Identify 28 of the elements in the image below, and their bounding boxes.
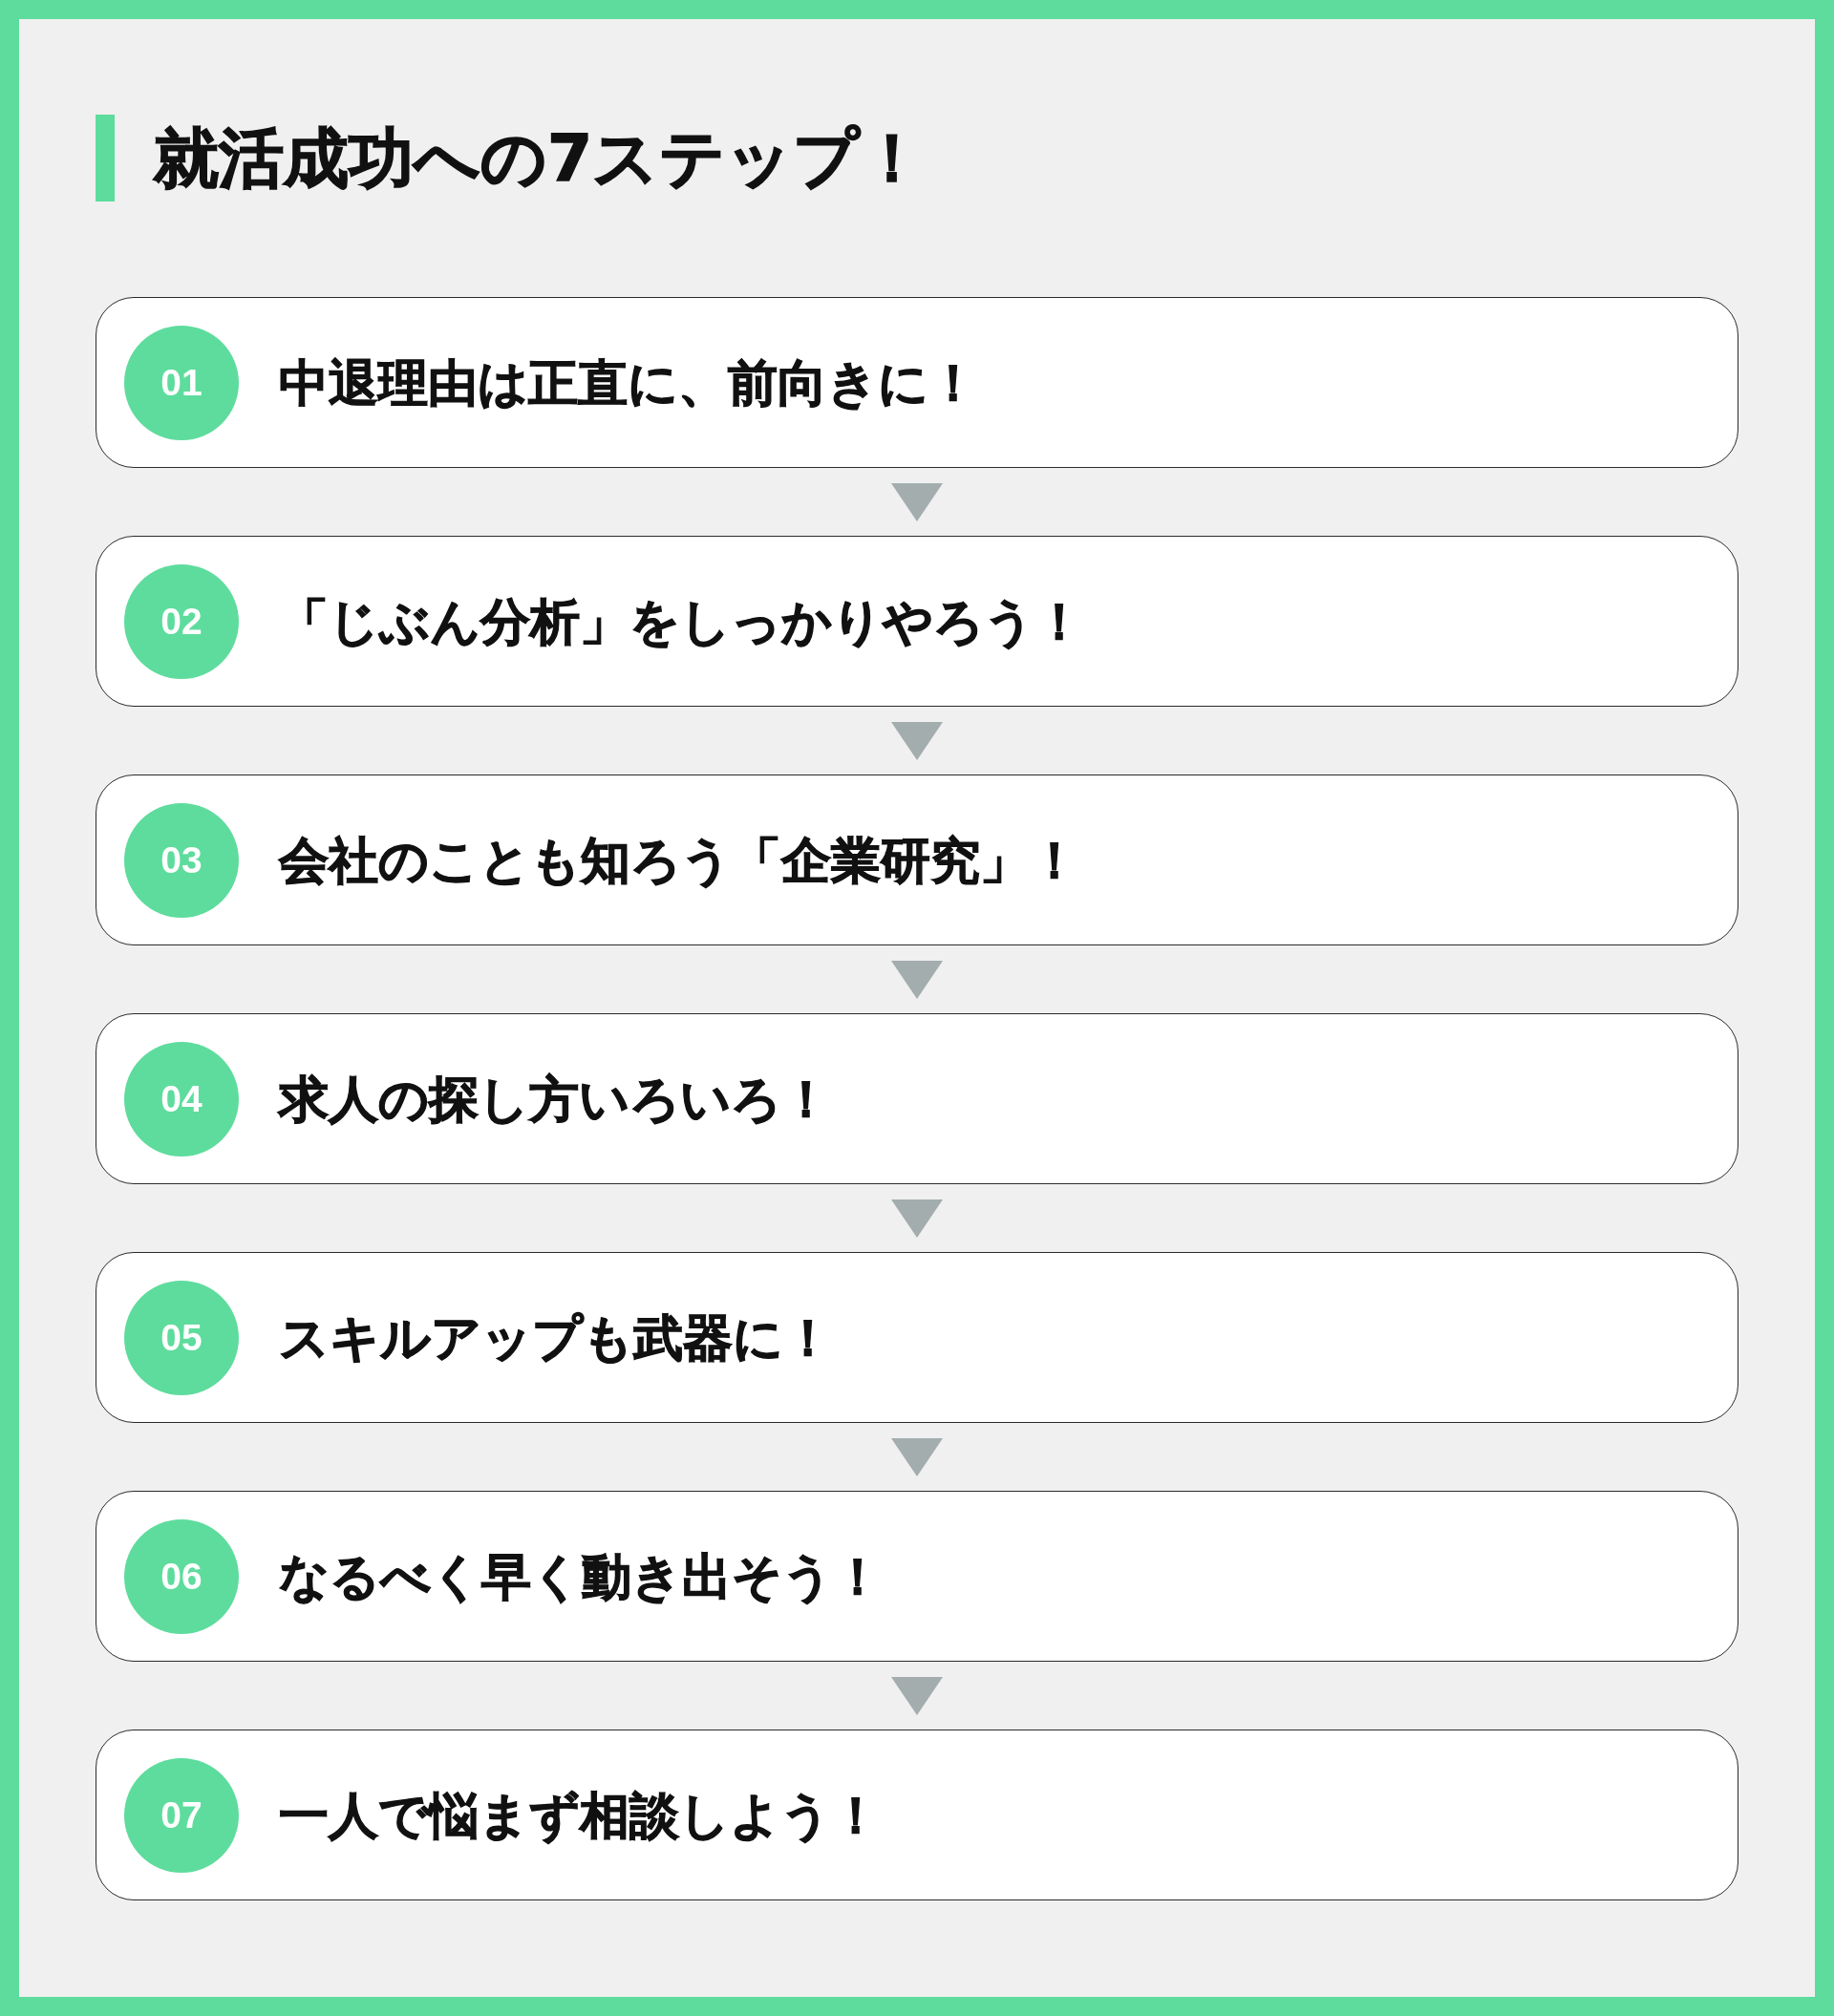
step-box — [96, 1730, 1738, 1900]
number-circle: 06 — [124, 1519, 239, 1634]
arrow — [891, 1437, 943, 1476]
step-box — [96, 536, 1738, 707]
title: 就活成功への7ステップ！ — [154, 119, 926, 198]
arrow — [891, 960, 943, 999]
step-text: 一人で悩まず相談しよう！ — [279, 1785, 881, 1845]
step-text: なるべく早く動き出そう！ — [279, 1546, 883, 1606]
number-circle: 01 — [124, 326, 239, 440]
step-text: 会社のことも知ろう「企業研究」！ — [279, 830, 1079, 890]
step-text: スキルアップも武器に！ — [279, 1307, 833, 1368]
number-circle: 07 — [124, 1758, 239, 1873]
arrow — [891, 721, 943, 760]
arrow — [891, 1676, 943, 1715]
number-circle: 04 — [124, 1042, 239, 1157]
step-text: 「じぶん分析」をしっかりやろう！ — [279, 591, 1084, 651]
number-circle: 03 — [124, 803, 239, 918]
number-circle: 02 — [124, 564, 239, 679]
arrow — [891, 1199, 943, 1238]
arrow — [891, 482, 943, 521]
step-text: 中退理由は正直に、前向きに！ — [279, 352, 978, 413]
step-box — [96, 297, 1738, 468]
step-box — [96, 1252, 1738, 1423]
step-text: 求人の探し方いろいろ！ — [279, 1069, 831, 1129]
step-box — [96, 775, 1738, 945]
step-box — [96, 1013, 1738, 1184]
number-circle: 05 — [124, 1281, 239, 1395]
step-box — [96, 1491, 1738, 1662]
